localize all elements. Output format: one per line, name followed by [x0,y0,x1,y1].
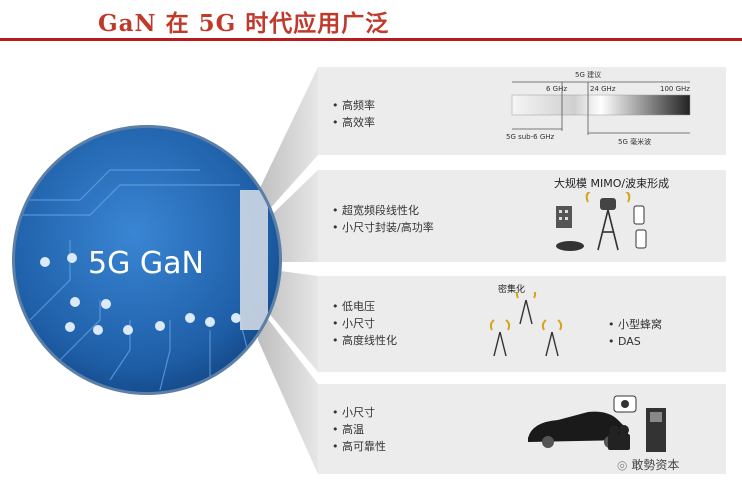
tick-24ghz: 24 GHz [590,85,616,93]
bullet: 高度线性化 [332,332,397,349]
panel3-right-bullets: 小型蜂窝 DAS [608,316,662,350]
tower-icon [597,209,619,251]
panel-frequency: 高频率 高效率 5G 建议 6 GHz 24 GHz 100 GHz 5G su… [318,67,726,155]
title-rule [0,38,742,41]
applications-illustration [528,395,666,452]
tick-100ghz: 100 GHz [660,85,690,93]
bullet: 小型蜂窝 [608,316,662,333]
chip-edge [240,190,268,330]
fan-4 [258,306,318,474]
phone-icon [633,205,645,225]
wechat-icon: ◎ [617,458,628,472]
phone-icon [635,229,647,249]
cabinet-icon [646,408,666,452]
panel-automotive: 小尺寸 高温 高可靠性 [318,384,726,474]
bullet: 高可靠性 [332,438,386,455]
spectrum-top-label: 5G 建议 [575,71,602,79]
car-icon [556,241,584,251]
watermark-text: 敢勢资本 [631,458,680,472]
fan-1 [258,67,318,222]
small-cells-illustration [489,292,563,357]
panel4-bullets: 小尺寸 高温 高可靠性 [332,404,386,455]
mimo-caption: 大规模 MIMO/波束形成 [554,177,670,190]
bullet: 小尺寸 [332,404,386,421]
circle-label: 5G GaN [88,246,204,281]
camera-icon [608,425,630,450]
tower-icon [493,299,559,357]
watermark: ◎ 敢勢资本 [617,456,679,473]
bullet: 小尺寸封装/高功率 [332,219,434,236]
tick-6ghz: 6 GHz [546,85,568,93]
mmwave-label: 5G 毫米波 [618,138,652,146]
panel3-bullets: 低电压 小尺寸 高度线性化 [332,298,397,349]
circuit-pads [40,253,241,335]
bullet: 高效率 [332,114,375,131]
spectrum-diagram [511,81,691,135]
panel-mimo: 超宽频段线性化 小尺寸封装/高功率 大规模 MIMO/波束形成 [318,170,726,262]
bullet: 超宽频段线性化 [332,202,434,219]
bullet: 高频率 [332,97,375,114]
densification-caption: 密集化 [498,285,526,295]
panel1-bullets: 高频率 高效率 [332,97,375,131]
bullet: 小尺寸 [332,315,397,332]
sub6-label: 5G sub-6 GHz [506,133,555,141]
panel-densification: 低电压 小尺寸 高度线性化 密集化 小型蜂窝 DAS [318,276,726,372]
mimo-illustration [556,192,647,251]
bullet: 低电压 [332,298,397,315]
bullet: 高温 [332,421,386,438]
page-title: GaN 在 5G 时代应用广泛 [98,10,390,37]
meter-icon [613,395,637,413]
bullet: DAS [608,333,662,350]
panel2-bullets: 超宽频段线性化 小尺寸封装/高功率 [332,202,434,236]
